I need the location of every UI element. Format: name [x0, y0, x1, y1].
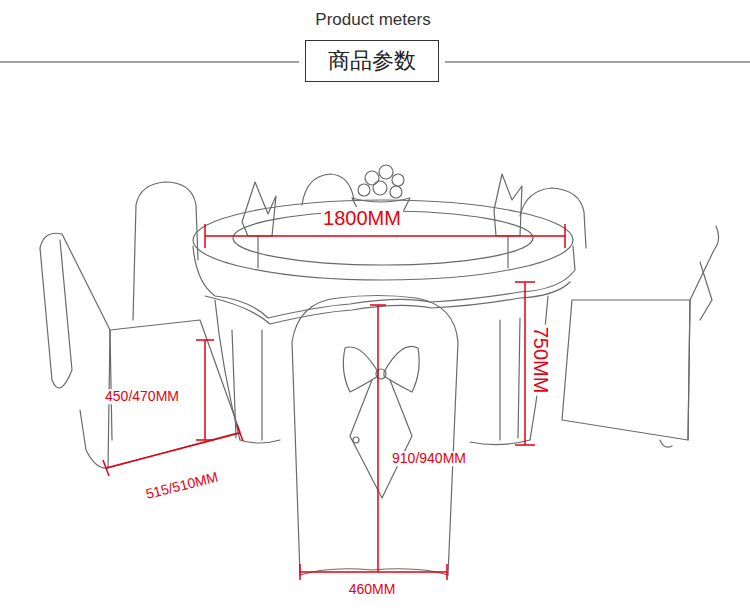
table-top [193, 200, 573, 280]
heading-text: 商品参数 [328, 46, 416, 76]
sketch-stroke [392, 174, 404, 186]
tablecloth-hem [205, 282, 570, 324]
dimension-label: 515/510MM [142, 469, 221, 503]
page-title: Product meters [315, 10, 430, 30]
dimension-label: 910/940MM [390, 451, 468, 466]
table-skirt [215, 300, 240, 440]
chair-left-skirt [80, 410, 108, 468]
dimension-chair-height [370, 305, 386, 572]
glass-stem [257, 236, 258, 268]
sketch-stroke [379, 165, 393, 179]
dimension-seat-depth [103, 425, 243, 476]
dimension-label: 460MM [347, 582, 398, 597]
chair-back-right [520, 188, 586, 248]
dimension-chair-width [300, 564, 447, 580]
chair-right-leg [660, 440, 672, 447]
heading-box: 商品参数 [305, 40, 439, 82]
sketch-stroke [365, 171, 379, 185]
sketch-stroke [358, 184, 370, 196]
chair-left-back [40, 233, 112, 440]
skirt-folds [232, 318, 520, 440]
chair-right-back [688, 226, 719, 440]
chair-back-left [133, 182, 198, 320]
dimension-label: 750MM [530, 325, 552, 396]
sketch-stroke [373, 181, 387, 195]
chair-left-bow [40, 240, 72, 388]
dimension-seat-height [196, 340, 214, 440]
chair-bow-sash [350, 380, 412, 498]
napkin-fold [242, 182, 276, 236]
chair-right-bow [700, 262, 712, 320]
chair-bow-loop [384, 346, 419, 392]
header-rule-left [0, 62, 299, 63]
header-rule-right [445, 62, 750, 63]
sketch-stroke [390, 186, 402, 198]
table-sketch [40, 165, 719, 575]
chair-button [353, 437, 359, 443]
chair-right-seat [562, 300, 690, 440]
dimension-lines [103, 224, 565, 580]
chair-front-back [292, 296, 458, 576]
dimension-label: 450/470MM [103, 389, 181, 404]
skirt-hem [240, 440, 530, 445]
flower-centerpiece [352, 165, 410, 212]
chair-bow-loop [343, 347, 378, 392]
dimension-label: 1800MM [321, 207, 403, 229]
glass-stem [507, 236, 508, 268]
